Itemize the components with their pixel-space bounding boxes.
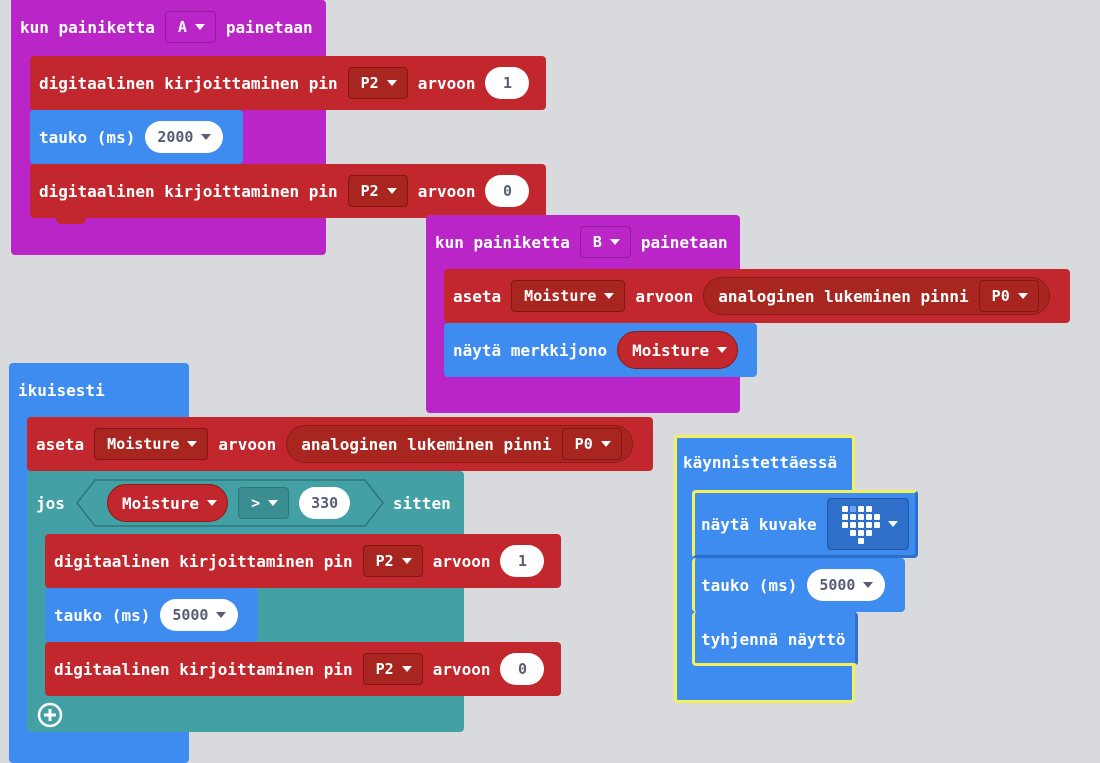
variable-reporter[interactable]: Moisture bbox=[617, 331, 739, 369]
show-string-label: näytä merkkijono bbox=[453, 340, 608, 360]
pause-label: tauko (ms) bbox=[39, 127, 136, 147]
variable-dropdown[interactable]: Moisture bbox=[94, 428, 209, 460]
variable-dropdown[interactable]: Moisture bbox=[511, 280, 626, 312]
digital-write-block[interactable] bbox=[30, 164, 546, 218]
pause-value-dropdown[interactable]: 5000 bbox=[160, 599, 239, 631]
to-label: arvoon bbox=[417, 73, 476, 93]
pin-dropdown[interactable]: P2 bbox=[362, 545, 423, 577]
to-label: arvoon bbox=[417, 181, 476, 201]
chevron-down-icon bbox=[201, 134, 212, 140]
then-label: sitten bbox=[392, 493, 451, 513]
chevron-down-icon bbox=[386, 188, 397, 194]
digital-write-row: digitaalinen kirjoittaminen pin P2 arvoo… bbox=[45, 642, 554, 696]
chevron-down-icon bbox=[386, 80, 397, 86]
on-button-a-header: kun painiketta A painetaan bbox=[11, 6, 323, 48]
digital-write-row: digitaalinen kirjoittaminen pin P2 arvoo… bbox=[45, 534, 554, 588]
digital-write-block[interactable] bbox=[30, 56, 546, 110]
icon-dropdown[interactable] bbox=[826, 498, 909, 550]
hat-label: kun painiketta bbox=[20, 17, 155, 37]
pause-row: tauko (ms) 5000 bbox=[692, 558, 895, 612]
chevron-down-icon bbox=[1017, 293, 1028, 299]
button-a-dropdown[interactable]: A bbox=[164, 11, 216, 43]
heart-icon bbox=[835, 502, 880, 546]
value-input[interactable]: 1 bbox=[485, 67, 530, 99]
chevron-down-icon bbox=[863, 582, 874, 588]
chevron-down-icon bbox=[401, 666, 412, 672]
chevron-down-icon bbox=[887, 521, 898, 527]
pin-dropdown[interactable]: P0 bbox=[978, 280, 1039, 312]
pause-label: tauko (ms) bbox=[701, 575, 798, 595]
pause-label: tauko (ms) bbox=[54, 605, 151, 625]
pin-dropdown[interactable]: P2 bbox=[362, 653, 423, 685]
variable-reporter[interactable]: Moisture bbox=[107, 484, 229, 522]
set-label: aseta bbox=[453, 286, 502, 306]
chevron-down-icon bbox=[401, 558, 412, 564]
block-notch bbox=[56, 218, 86, 224]
pause-row: tauko (ms) 2000 bbox=[30, 110, 233, 164]
analog-read-reporter[interactable]: analoginen lukeminen pinni P0 bbox=[286, 425, 633, 463]
chevron-down-icon bbox=[187, 441, 198, 447]
show-string-row: näytä merkkijono Moisture bbox=[444, 323, 748, 377]
chevron-down-icon bbox=[600, 441, 611, 447]
hat-label-2: painetaan bbox=[225, 17, 313, 37]
digital-write-label: digitaalinen kirjoittaminen pin bbox=[54, 551, 353, 571]
forever-label: ikuisesti bbox=[18, 380, 105, 400]
pause-row: tauko (ms) 5000 bbox=[45, 588, 248, 642]
pause-value-dropdown[interactable]: 5000 bbox=[807, 569, 886, 601]
pause-value-dropdown[interactable]: 2000 bbox=[145, 121, 224, 153]
pin-dropdown[interactable]: P2 bbox=[347, 67, 408, 99]
digital-write-block[interactable] bbox=[45, 534, 561, 588]
hat-label-2: painetaan bbox=[640, 232, 728, 252]
clear-screen-label: tyhjennä näyttö bbox=[701, 629, 846, 649]
chevron-down-icon bbox=[609, 239, 620, 245]
chevron-down-icon bbox=[216, 612, 227, 618]
button-b-dropdown[interactable]: B bbox=[579, 226, 631, 258]
set-variable-row: aseta Moisture arvoon analoginen lukemin… bbox=[444, 269, 1060, 323]
to-label: arvoon bbox=[432, 659, 491, 679]
on-button-b-header: kun painiketta B painetaan bbox=[426, 221, 738, 263]
clear-screen-block[interactable] bbox=[692, 612, 858, 666]
chevron-down-icon bbox=[194, 24, 205, 30]
digital-write-block[interactable] bbox=[45, 642, 561, 696]
pin-dropdown[interactable]: P2 bbox=[347, 175, 408, 207]
clear-screen-row: tyhjennä näyttö bbox=[692, 612, 856, 666]
digital-write-label: digitaalinen kirjoittaminen pin bbox=[39, 181, 338, 201]
forever-header: ikuisesti bbox=[9, 369, 115, 411]
compare-contents: Moisture > 330 bbox=[98, 480, 360, 526]
set-variable-row: aseta Moisture arvoon analoginen lukemin… bbox=[27, 417, 643, 471]
analog-read-label: analoginen lukeminen pinni bbox=[718, 286, 969, 306]
value-input[interactable]: 0 bbox=[485, 175, 530, 207]
chevron-down-icon bbox=[207, 500, 218, 506]
on-start-label: käynnistettäessä bbox=[683, 452, 838, 472]
digital-write-label: digitaalinen kirjoittaminen pin bbox=[39, 73, 338, 93]
chevron-down-icon bbox=[604, 293, 615, 299]
hat-label: kun painiketta bbox=[435, 232, 570, 252]
compare-value-input[interactable]: 330 bbox=[299, 487, 351, 519]
chevron-down-icon bbox=[268, 500, 279, 506]
set-label: aseta bbox=[36, 434, 85, 454]
to-label: arvoon bbox=[218, 434, 277, 454]
on-start-header: käynnistettäessä bbox=[674, 441, 847, 483]
plus-circle-icon[interactable] bbox=[36, 701, 64, 729]
pin-dropdown[interactable]: P0 bbox=[561, 428, 622, 460]
operator-dropdown[interactable]: > bbox=[238, 487, 290, 519]
value-input[interactable]: 0 bbox=[500, 653, 545, 685]
digital-write-label: digitaalinen kirjoittaminen pin bbox=[54, 659, 353, 679]
digital-write-row: digitaalinen kirjoittaminen pin P2 arvoo… bbox=[30, 164, 539, 218]
chevron-down-icon bbox=[717, 347, 728, 353]
if-label: jos bbox=[36, 493, 65, 513]
to-label: arvoon bbox=[635, 286, 694, 306]
analog-read-label: analoginen lukeminen pinni bbox=[301, 434, 552, 454]
show-icon-row: näytä kuvake bbox=[692, 490, 919, 558]
digital-write-row: digitaalinen kirjoittaminen pin P2 arvoo… bbox=[30, 56, 539, 110]
to-label: arvoon bbox=[432, 551, 491, 571]
show-icon-label: näytä kuvake bbox=[701, 514, 817, 534]
value-input[interactable]: 1 bbox=[500, 545, 545, 577]
analog-read-reporter[interactable]: analoginen lukeminen pinni P0 bbox=[703, 277, 1050, 315]
